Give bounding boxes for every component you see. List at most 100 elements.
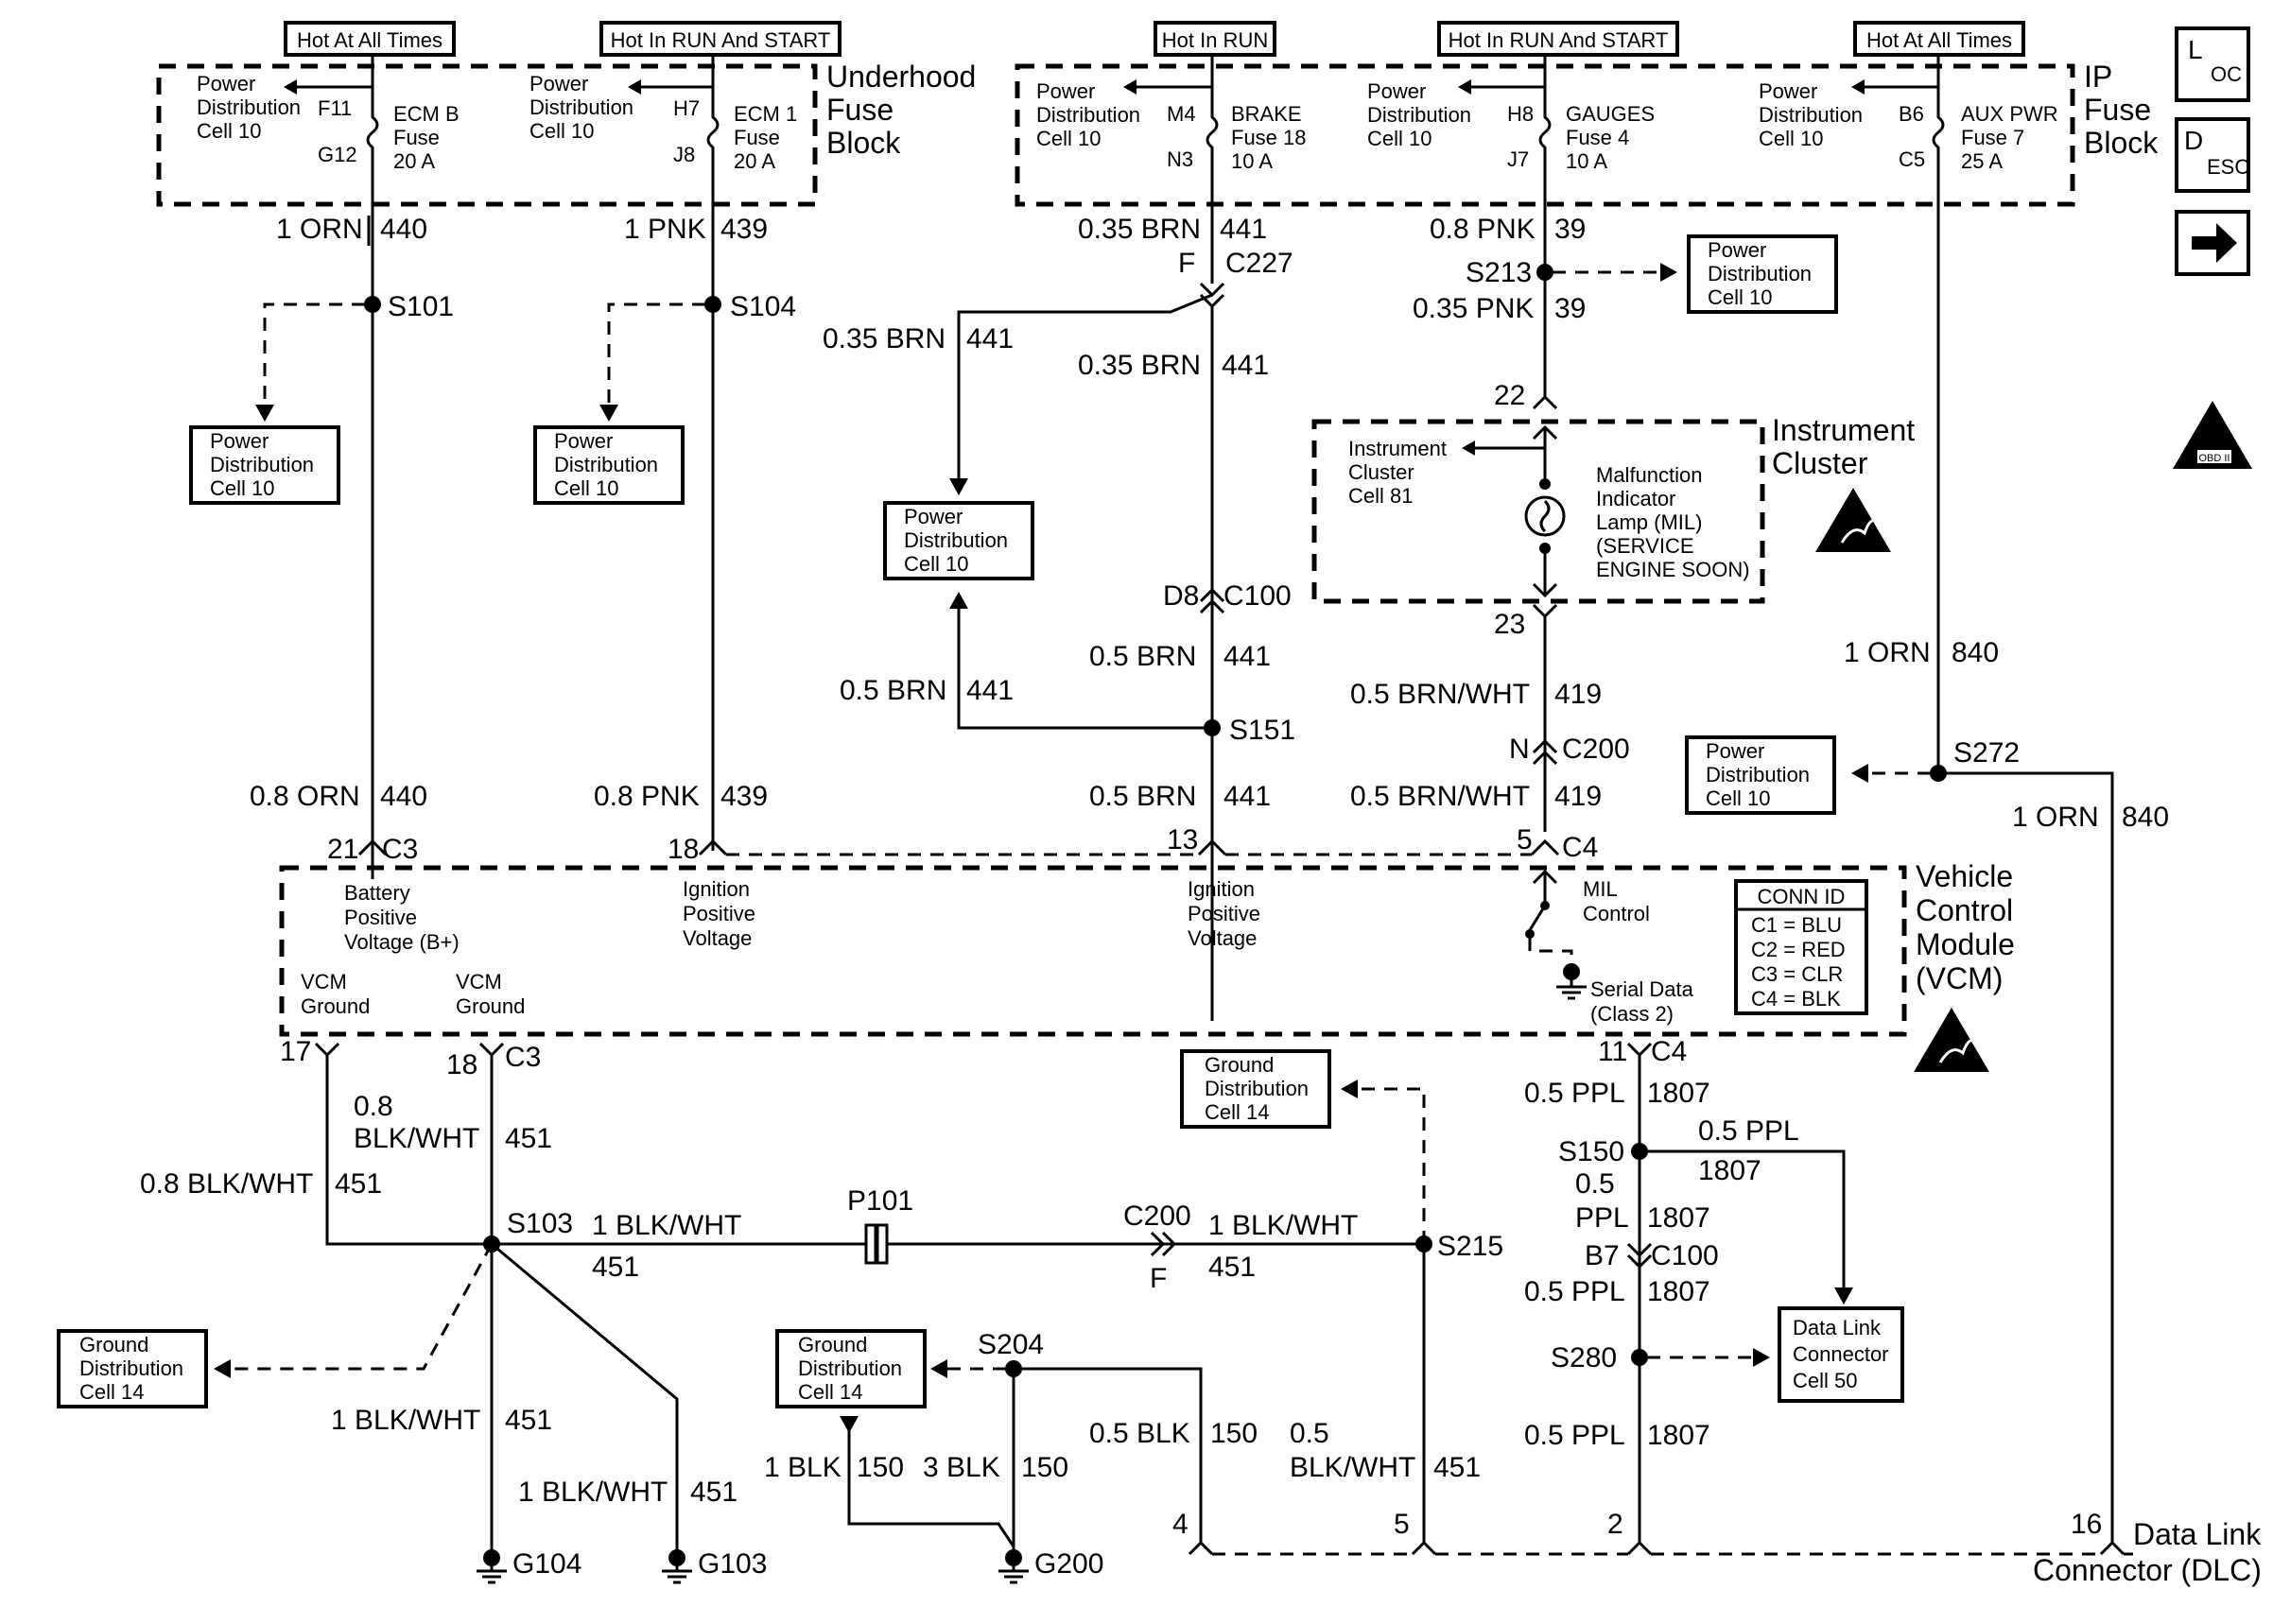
svg-text:F11: F11 (318, 96, 352, 120)
svg-text:BLK/WHT: BLK/WHT (1290, 1452, 1415, 1483)
svg-text:Cluster: Cluster (1348, 460, 1414, 484)
svg-text:Distribution: Distribution (1706, 763, 1810, 786)
svg-text:4: 4 (1172, 1509, 1189, 1540)
svg-text:ECM B: ECM B (393, 102, 460, 126)
vcm-module: Vehicle Control Module (VCM) Battery Pos… (279, 859, 2015, 1037)
svg-text:20 A: 20 A (734, 149, 775, 173)
svg-text:(Class 2): (Class 2) (1590, 1002, 1674, 1026)
svg-text:S280: S280 (1551, 1342, 1617, 1373)
svg-text:0.5 BRN: 0.5 BRN (1089, 641, 1196, 672)
svg-text:Distribution: Distribution (529, 95, 633, 119)
svg-text:419: 419 (1554, 679, 1602, 710)
svg-text:C100: C100 (1651, 1240, 1719, 1271)
svg-text:150: 150 (857, 1452, 904, 1483)
ref-pd-s272: Power Distribution Cell 10 (1685, 735, 1836, 815)
svg-text:Distribution: Distribution (197, 95, 301, 119)
svg-text:Ignition: Ignition (683, 877, 750, 901)
svg-text:451: 451 (690, 1477, 737, 1508)
svg-text:Fuse 7: Fuse 7 (1961, 126, 2024, 149)
svg-text:13: 13 (1167, 824, 1198, 855)
svg-text:GAUGES: GAUGES (1566, 102, 1655, 126)
circuit-451: 0.8 BLK/WHT 451 0.8 BLK/WHT 451 S103 1 B… (140, 1055, 1503, 1550)
svg-text:18: 18 (446, 1049, 477, 1080)
svg-text:21: 21 (327, 834, 358, 865)
svg-text:1 ORN: 1 ORN (276, 214, 363, 245)
svg-text:P101: P101 (847, 1185, 913, 1217)
svg-text:10 A: 10 A (1231, 149, 1273, 173)
lamp-icon (1524, 495, 1566, 537)
esd-warning-icon (1815, 488, 1891, 552)
svg-text:Ground: Ground (1205, 1053, 1274, 1077)
esd-warning-icon (1914, 1008, 1989, 1072)
svg-text:5: 5 (1517, 824, 1533, 855)
svg-text:C4: C4 (1651, 1036, 1687, 1067)
svg-text:1 BLK/WHT: 1 BLK/WHT (1208, 1210, 1358, 1241)
svg-text:0.5 BRN: 0.5 BRN (1089, 781, 1196, 812)
svg-text:441: 441 (1223, 781, 1271, 812)
splice-s280 (1631, 1349, 1648, 1366)
instrument-cluster: Instrument Cluster Instrument Cluster Ce… (1311, 413, 1915, 604)
feed-hot-run: Hot In RUN (1154, 21, 1276, 57)
svg-text:441: 441 (966, 675, 1014, 706)
svg-text:150: 150 (1021, 1452, 1068, 1483)
svg-text:Ground: Ground (301, 994, 370, 1018)
svg-text:(SERVICE: (SERVICE (1596, 534, 1694, 558)
svg-text:Hot At All Times: Hot At All Times (1866, 28, 2012, 52)
arrow-right-icon[interactable] (2175, 210, 2250, 276)
svg-text:451: 451 (1208, 1252, 1256, 1283)
svg-text:Cell 10: Cell 10 (1367, 127, 1431, 150)
svg-text:S101: S101 (388, 291, 454, 322)
svg-text:0.5 BRN/WHT: 0.5 BRN/WHT (1350, 679, 1530, 710)
circuit-150: S204 1 BLK 150 3 BLK 150 0.5 BLK 150 (764, 1329, 1258, 1550)
svg-text:1807: 1807 (1698, 1155, 1761, 1186)
circuit-439: 1 PNK 439 S104 0.8 PNK 439 (594, 214, 796, 812)
svg-text:C2 = RED: C2 = RED (1751, 938, 1846, 961)
svg-text:C1 = BLU: C1 = BLU (1751, 913, 1842, 937)
svg-text:MIL: MIL (1583, 877, 1618, 901)
splice-s104 (704, 296, 721, 313)
svg-text:OBD II: OBD II (2198, 453, 2230, 464)
svg-text:22: 22 (1494, 380, 1525, 411)
svg-text:Fuse: Fuse (393, 126, 440, 149)
svg-text:Voltage: Voltage (683, 926, 752, 950)
vcm-connector-bottom: 17 18 C3 11 C4 (280, 1036, 1687, 1080)
svg-text:N: N (1509, 734, 1530, 765)
svg-text:Power: Power (904, 505, 963, 528)
svg-text:Distribution: Distribution (210, 453, 314, 476)
ground-g103: G103 (662, 1548, 767, 1584)
svg-text:Fuse: Fuse (734, 126, 780, 149)
desc-icon[interactable]: D ESC (2175, 117, 2250, 193)
svg-text:Cell 14: Cell 14 (1205, 1100, 1269, 1124)
svg-text:Module: Module (1916, 927, 2015, 961)
svg-text:440: 440 (380, 781, 427, 812)
svg-text:Distribution: Distribution (798, 1356, 902, 1380)
splice-s151 (1204, 719, 1221, 736)
svg-text:Voltage (B+): Voltage (B+) (344, 930, 460, 954)
svg-text:Vehicle: Vehicle (1916, 859, 2013, 893)
svg-text:Control: Control (1916, 893, 2013, 927)
splice-s150 (1631, 1143, 1648, 1160)
svg-text:Control: Control (1583, 902, 1650, 925)
svg-text:(VCM): (VCM) (1916, 961, 2003, 995)
svg-text:5: 5 (1394, 1509, 1410, 1540)
svg-text:23: 23 (1494, 609, 1525, 640)
svg-text:439: 439 (720, 781, 768, 812)
svg-text:0.8 PNK: 0.8 PNK (594, 781, 700, 812)
svg-text:J7: J7 (1507, 147, 1529, 171)
svg-text:Cell 10: Cell 10 (210, 476, 274, 500)
svg-text:Cell 10: Cell 10 (1036, 127, 1101, 150)
loc-icon[interactable]: L OC (2175, 26, 2250, 102)
ref-pd-c227: Power Distribution Cell 10 (883, 501, 1034, 580)
svg-text:18: 18 (668, 834, 699, 865)
svg-text:Hot At All Times: Hot At All Times (297, 28, 442, 52)
svg-text:Positive: Positive (1188, 902, 1260, 925)
ground-icon (998, 1565, 1029, 1584)
svg-text:39: 39 (1554, 293, 1586, 324)
ref-pd-s101: Power Distribution Cell 10 (189, 425, 340, 505)
dlc-connector: 4 5 2 16 Data Link Connector (DLC) (1172, 1509, 2262, 1587)
svg-text:C227: C227 (1225, 248, 1293, 279)
svg-text:C5: C5 (1899, 147, 1925, 171)
svg-text:Ignition: Ignition (1188, 877, 1255, 901)
svg-text:440: 440 (380, 214, 427, 245)
svg-text:0.5 PPL: 0.5 PPL (1524, 1078, 1625, 1109)
